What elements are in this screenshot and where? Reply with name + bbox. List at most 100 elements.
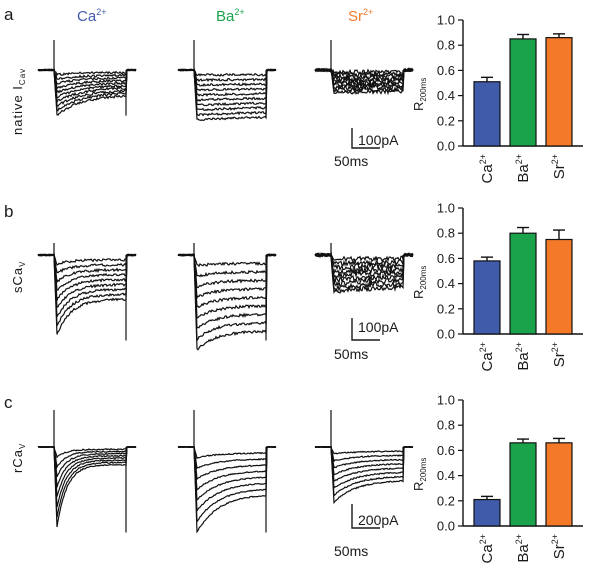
category-label-base: Ca — [479, 352, 496, 372]
scale-time-a: 50ms — [334, 153, 368, 169]
bar-ba — [510, 233, 536, 334]
current-trace — [315, 447, 413, 462]
y-tick-label: 0.4 — [437, 88, 455, 103]
row-label-a: native ICav — [10, 68, 27, 135]
y-tick-label: 0.2 — [437, 113, 455, 128]
category-label-base: Ba — [515, 352, 532, 371]
category-label-sr: Sr2+ — [550, 154, 568, 179]
header-sr-base: Sr — [348, 8, 363, 25]
bar-ba — [510, 39, 536, 146]
bar-ca — [474, 500, 500, 526]
current-trace — [178, 447, 276, 459]
category-label-base: Ca — [479, 544, 496, 564]
category-label-ba: Ba2+ — [514, 342, 532, 371]
current-trace — [38, 254, 136, 282]
y-axis-label-sub: 200ms — [419, 266, 428, 290]
bar-ba — [510, 443, 536, 526]
current-trace — [178, 447, 276, 479]
current-trace — [178, 254, 276, 349]
current-trace — [178, 255, 276, 267]
y-tick-label: 1.0 — [437, 13, 455, 28]
header-ba-base: Ba — [216, 8, 235, 25]
y-axis-label-main: R — [411, 290, 426, 299]
category-label-base: Ba — [515, 544, 532, 563]
y-tick-label: 0.0 — [437, 327, 455, 342]
category-label-sup: 2+ — [514, 154, 524, 164]
trace-group-r0-c1 — [178, 40, 276, 121]
y-axis-label: R200ms — [411, 458, 428, 491]
header-ba-sup: 2+ — [234, 7, 244, 17]
category-label-base: Sr — [551, 352, 568, 367]
y-tick-label: 1.0 — [437, 393, 455, 408]
bar-chart-a: 0.00.20.40.60.81.0R200msCa2+Ba2+Sr2+ — [411, 13, 583, 184]
row-label-a-sub: Cav — [18, 68, 27, 85]
category-label-sr: Sr2+ — [550, 534, 568, 559]
y-axis-label-main: R — [411, 102, 426, 111]
panel-letter-c: c — [4, 393, 13, 412]
current-trace — [178, 254, 276, 287]
y-tick-label: 0.8 — [437, 418, 455, 433]
category-label-sup: 2+ — [478, 342, 488, 352]
bar-charts: 0.00.20.40.60.81.0R200msCa2+Ba2+Sr2+0.00… — [411, 13, 583, 564]
row-label-c: rCaV — [10, 443, 27, 473]
y-tick-label: 0.4 — [437, 276, 455, 291]
panel-letter-a: a — [4, 5, 14, 24]
bar-sr — [546, 240, 572, 335]
y-axis-label-sub: 200ms — [419, 78, 428, 102]
trace-group-r2-c0 — [38, 410, 136, 533]
panel-letter-b: b — [4, 202, 13, 221]
current-trace — [178, 254, 276, 298]
trace-group-r0-c0 — [38, 40, 136, 116]
y-tick-label: 0.2 — [437, 493, 455, 508]
y-axis-label: R200ms — [411, 266, 428, 299]
row-label-a-main: native I — [10, 85, 25, 135]
category-label-base: Sr — [551, 164, 568, 179]
category-label-sup: 2+ — [550, 154, 560, 164]
y-tick-label: 0.6 — [437, 251, 455, 266]
category-label-sup: 2+ — [478, 534, 488, 544]
category-label-sr: Sr2+ — [550, 342, 568, 367]
current-trace — [178, 447, 276, 511]
bar-chart-c: 0.00.20.40.60.81.0R200msCa2+Ba2+Sr2+ — [411, 393, 583, 564]
row-label-c-main: rCa — [10, 449, 25, 473]
category-label-base: Ba — [515, 164, 532, 183]
category-label-base: Ca — [479, 164, 496, 184]
bar-ca — [474, 261, 500, 334]
y-tick-label: 0.4 — [437, 468, 455, 483]
header-sr-sup: 2+ — [363, 7, 373, 17]
y-axis-label: R200ms — [411, 78, 428, 111]
row-label-b-sub: V — [18, 261, 27, 267]
y-tick-label: 0.8 — [437, 38, 455, 53]
y-tick-label: 0.8 — [437, 226, 455, 241]
category-label-sup: 2+ — [550, 534, 560, 544]
category-label-ca: Ca2+ — [478, 342, 496, 371]
y-axis-label-main: R — [411, 482, 426, 491]
header-ca-sup: 2+ — [96, 7, 106, 17]
row-label-b: sCaV — [10, 261, 27, 293]
y-tick-label: 0.6 — [437, 443, 455, 458]
header-ca: Ca2+ — [77, 7, 106, 25]
current-trace — [38, 447, 136, 527]
scale-current-a: 100pA — [358, 132, 399, 148]
y-tick-label: 0.0 — [437, 519, 455, 534]
trace-group-r2-c2 — [315, 410, 413, 503]
category-label-ca: Ca2+ — [478, 534, 496, 563]
bar-chart-b: 0.00.20.40.60.81.0R200msCa2+Ba2+Sr2+ — [411, 201, 583, 372]
trace-group-r0-c2 — [315, 40, 413, 94]
header-ca-base: Ca — [77, 8, 97, 25]
row-label-c-sub: V — [18, 443, 27, 449]
row-label-b-main: sCa — [10, 267, 25, 293]
scale-current-c: 200pA — [358, 512, 399, 528]
bar-ca — [474, 82, 500, 146]
y-tick-label: 0.0 — [437, 139, 455, 154]
header-ba: Ba2+ — [216, 7, 245, 25]
bar-sr — [546, 38, 572, 146]
trace-group-r2-c1 — [178, 410, 276, 533]
category-label-ca: Ca2+ — [478, 154, 496, 183]
category-label-sup: 2+ — [514, 342, 524, 352]
category-label-sup: 2+ — [478, 154, 488, 164]
y-axis-label-sub: 200ms — [419, 458, 428, 482]
scale-time-b: 50ms — [334, 346, 368, 362]
scale-current-b: 100pA — [358, 319, 399, 335]
